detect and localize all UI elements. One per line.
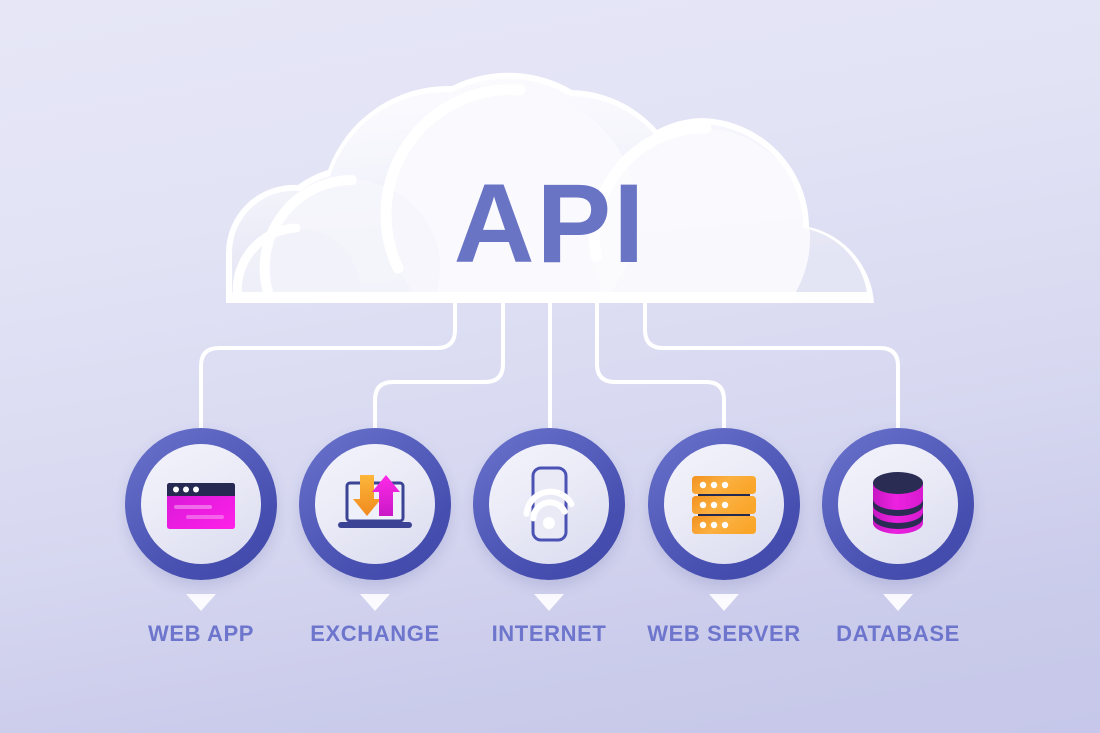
connector-exchange (373, 300, 505, 430)
node-web-server-pointer (709, 594, 739, 611)
node-web-app-ring[interactable] (125, 428, 277, 580)
connector-database (643, 300, 900, 430)
node-web-server[interactable]: WEB SERVER (644, 428, 804, 647)
node-internet-face (489, 444, 609, 564)
node-database-face (838, 444, 958, 564)
node-exchange[interactable]: EXCHANGE (295, 428, 455, 647)
node-web-app-pointer (186, 594, 216, 611)
node-internet-pointer (534, 594, 564, 611)
wifi-device-icon (523, 466, 575, 542)
server-rack-icon (692, 476, 756, 534)
connector-web-server (595, 300, 726, 430)
node-internet-label: INTERNET (491, 621, 607, 646)
page-title: API (453, 161, 647, 286)
node-internet[interactable]: INTERNET (469, 428, 629, 647)
laptop-exchange-arrows-icon (338, 475, 412, 528)
node-web-server-label: WEB SERVER (647, 621, 801, 646)
node-exchange-ring[interactable] (299, 428, 451, 580)
node-exchange-pointer (360, 594, 390, 611)
node-web-app[interactable]: WEB APP (121, 428, 281, 647)
node-database-label: DATABASE (836, 621, 960, 646)
node-exchange-face (315, 444, 435, 564)
node-database[interactable]: DATABASE (818, 428, 978, 647)
node-database-ring[interactable] (822, 428, 974, 580)
node-web-server-face (664, 444, 784, 564)
connector-web-app (199, 300, 457, 430)
browser-window-icon (167, 483, 235, 529)
database-cylinder-icon (873, 472, 923, 534)
node-database-pointer (883, 594, 913, 611)
node-exchange-label: EXCHANGE (310, 621, 440, 646)
node-internet-ring[interactable] (473, 428, 625, 580)
node-web-server-ring[interactable] (648, 428, 800, 580)
node-web-app-face (141, 444, 261, 564)
node-web-app-label: WEB APP (147, 621, 255, 646)
